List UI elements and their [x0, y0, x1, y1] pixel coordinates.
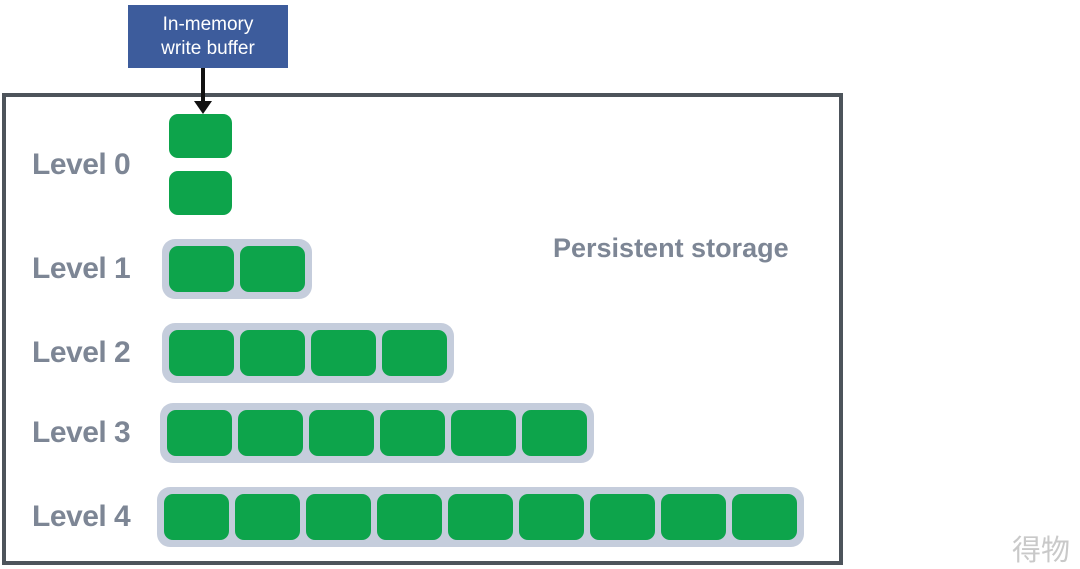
sstable-segment: [377, 494, 442, 540]
segment-run-4: [157, 487, 804, 547]
sstable-segment: [519, 494, 584, 540]
watermark-text: 得物: [1012, 533, 1071, 567]
arrow-head: [194, 101, 212, 114]
sstable-segment: [309, 410, 374, 456]
sstable-segment: [169, 114, 232, 158]
sstable-segment: [382, 330, 447, 376]
segment-run-1: [162, 239, 312, 299]
sstable-segment: [169, 171, 232, 215]
in-memory-write-buffer-callout: In-memory write buffer: [128, 5, 288, 68]
level-label-4: Level 4: [32, 500, 131, 533]
level-label-1: Level 1: [32, 252, 131, 285]
callout-label: In-memory write buffer: [161, 13, 255, 59]
sstable-segment: [311, 330, 376, 376]
persistent-storage-label: Persistent storage: [553, 233, 789, 263]
sstable-segment: [167, 410, 232, 456]
persistent-storage-panel: Persistent storage Level 0 Level 1 Level 2…: [2, 93, 843, 565]
sstable-segment: [235, 494, 300, 540]
sstable-segment: [448, 494, 513, 540]
level-label-0: Level 0: [32, 148, 131, 181]
sstable-segment: [169, 246, 234, 292]
level-label-2: Level 2: [32, 336, 131, 369]
segment-run-2: [162, 323, 454, 383]
level-label-3: Level 3: [32, 416, 131, 449]
sstable-segment: [238, 410, 303, 456]
sstable-segment: [661, 494, 726, 540]
segment-run-0: [169, 114, 232, 215]
sstable-segment: [164, 494, 229, 540]
sstable-segment: [522, 410, 587, 456]
sstable-segment: [380, 410, 445, 456]
segment-run-3: [160, 403, 594, 463]
arrow-shaft: [201, 68, 205, 102]
sstable-segment: [169, 330, 234, 376]
levels-container: Persistent storage Level 0 Level 1 Level 2…: [6, 97, 839, 561]
sstable-segment: [240, 330, 305, 376]
sstable-segment: [590, 494, 655, 540]
sstable-segment: [240, 246, 305, 292]
sstable-segment: [451, 410, 516, 456]
sstable-segment: [732, 494, 797, 540]
sstable-segment: [306, 494, 371, 540]
